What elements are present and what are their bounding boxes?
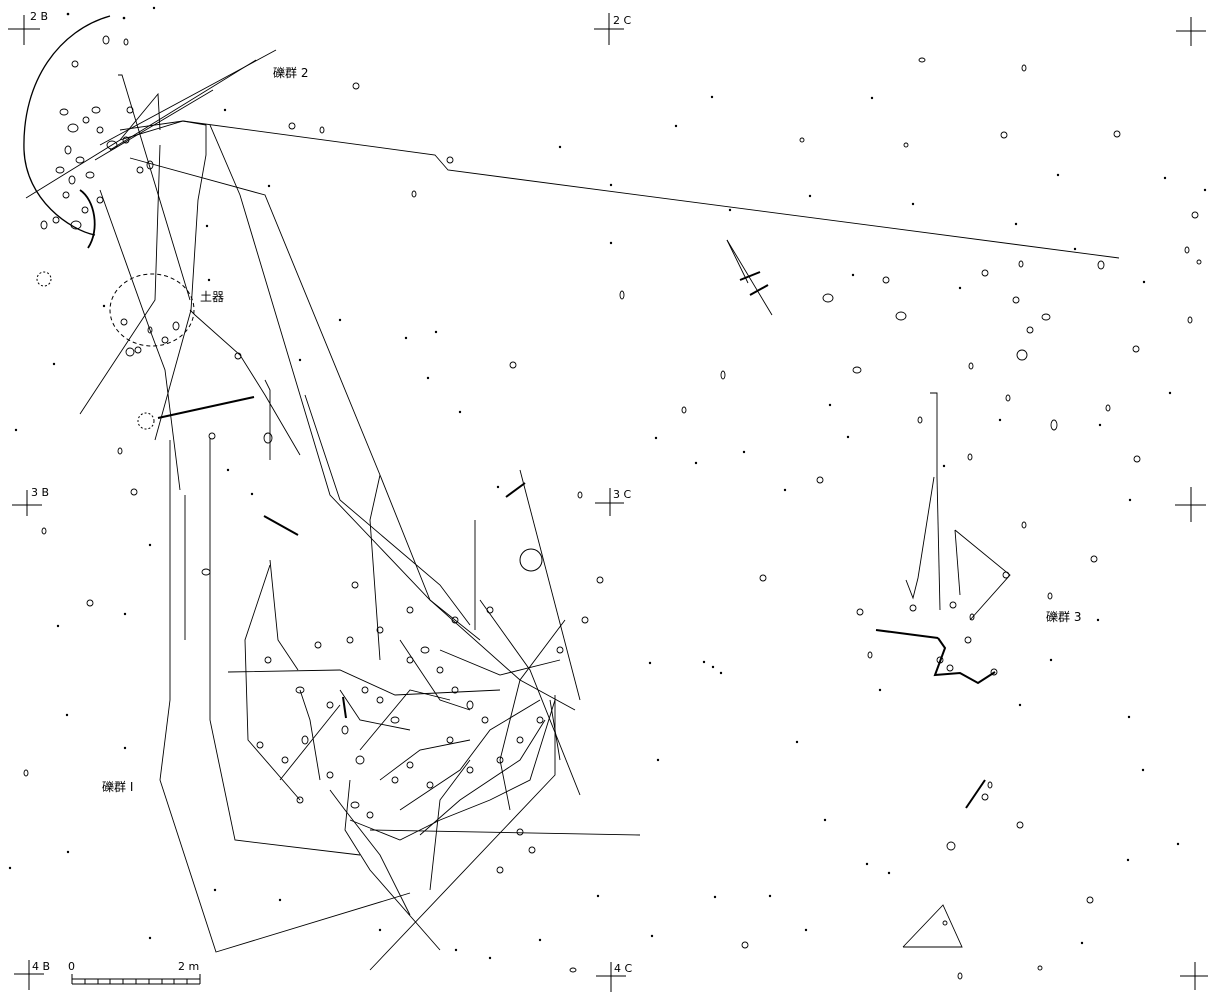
scale-end-label: 2 m [178, 960, 199, 973]
grid-marker-3c [595, 488, 624, 516]
scale-start-label: 0 [68, 960, 75, 973]
pottery-label: 土器 [200, 290, 224, 304]
grid-marker-2d [1176, 17, 1206, 46]
grid-marker-2b [8, 15, 40, 45]
cluster2-boundary [23, 15, 111, 236]
scale-bar [71, 974, 201, 985]
grid-marker-2c [594, 13, 624, 45]
grid-marker-3d [1175, 487, 1206, 522]
grid-label-4b: 4 B [32, 960, 50, 973]
pottery-small-area [36, 271, 52, 287]
small-dashed-circle [137, 412, 155, 430]
refit-lines-thick [157, 271, 996, 809]
cluster1-label: 礫群 I [102, 779, 133, 794]
cluster2-boundary-inner [79, 189, 96, 249]
grid-marker-4d [1180, 962, 1208, 990]
large-circle-feature [519, 548, 543, 572]
grid-label-2b: 2 B [30, 10, 48, 23]
grid-label-3c: 3 C [613, 488, 631, 501]
grid-markers [8, 13, 1208, 992]
cluster2-label: 礫群 2 [273, 65, 308, 80]
grid-marker-3b [12, 490, 42, 516]
grid-label-3b: 3 B [31, 486, 49, 499]
grid-marker-4c [596, 962, 626, 992]
pottery-area [109, 273, 195, 347]
small-dots [8, 6, 1207, 960]
cluster3-label: 礫群 3 [1046, 609, 1081, 624]
stones [23, 35, 1202, 980]
grid-marker-4b [14, 960, 44, 990]
refit-lines [25, 49, 1120, 971]
grid-label-2c: 2 C [613, 14, 631, 27]
grid-label-4c: 4 C [614, 962, 632, 975]
